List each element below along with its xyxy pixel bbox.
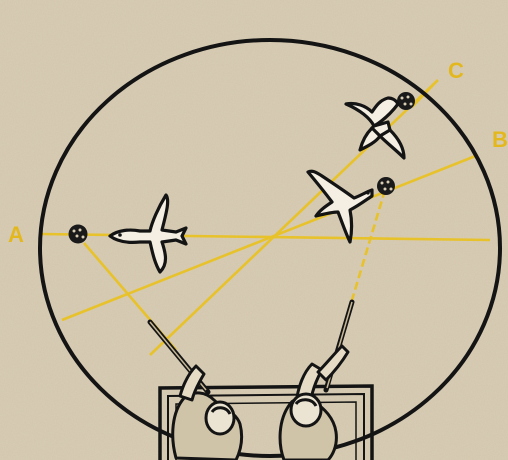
label-a: A bbox=[8, 222, 24, 247]
shot-pattern-icon bbox=[377, 177, 395, 195]
shot-pattern-icon bbox=[69, 225, 88, 244]
label-c: C bbox=[448, 58, 464, 83]
shot-pattern-icon bbox=[397, 92, 415, 110]
label-b: B bbox=[492, 127, 508, 152]
